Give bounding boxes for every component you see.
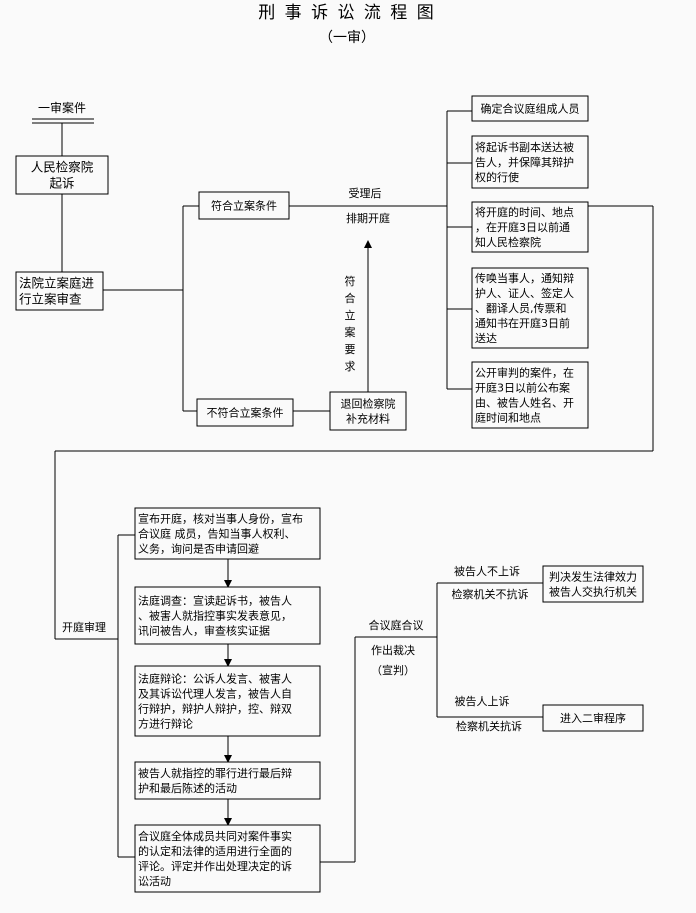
- box-text-line: 及其诉讼代理人发言，被告人自: [138, 687, 292, 701]
- box-text-line: 补充材料: [346, 412, 390, 426]
- box-text-line: ，在开庭3日以前通: [475, 220, 570, 234]
- box-text-line: 将开庭的时间、地点: [475, 205, 574, 219]
- label-meets-requirement-char: 要: [345, 343, 356, 356]
- label-accepted: 受理后: [349, 187, 382, 200]
- label-meets-requirement-char: 符: [345, 275, 356, 288]
- box-text-line: 、翻译人员,传票和: [475, 301, 567, 315]
- box-text-line: 的认定和法律的适用进行全面的: [138, 844, 292, 858]
- box-text-line: 护和最后陈述的活动: [138, 781, 237, 795]
- box-o2: 进入二审程序: [542, 704, 644, 732]
- box-not-meets: 不符合立案条件: [196, 398, 294, 427]
- label-no-appeal: 被告人不上诉: [454, 565, 520, 578]
- box-text-line: 不符合立案条件: [207, 405, 284, 419]
- box-text-line: 退回检察院: [341, 397, 396, 411]
- box-text-line: 送达: [475, 331, 497, 345]
- box-text-line: 符合立案条件: [211, 198, 277, 212]
- box-meets: 符合立案条件: [198, 191, 290, 220]
- label-schedule: 排期开庭: [346, 211, 390, 225]
- box-text-line: 将起诉书副本送达被: [475, 140, 574, 154]
- box-text-line: 行立案审查: [19, 291, 82, 306]
- title: 刑 事 诉 讼 流 程 图: [258, 3, 435, 23]
- label-appeal: 被告人上诉: [455, 695, 510, 708]
- box-text-line: 权的行使: [475, 170, 519, 184]
- box-text-line: 判决发生法律效力: [549, 570, 637, 584]
- box-text-line: 庭时间和地点: [475, 411, 541, 425]
- box-text-line: 起诉: [49, 175, 74, 190]
- box-text-line: 讯问被告人，审查核实证据: [138, 624, 270, 638]
- box-text-line: 被告人交执行机关: [549, 585, 637, 599]
- box-text-line: 公开审判的案件，在: [475, 366, 574, 380]
- box-text-line: 宣布开庭，核对当事人身份，宣布: [138, 512, 303, 526]
- box-text-line: 被告人就指控的罪行进行最后辩: [138, 766, 292, 780]
- box-text-line: 确定合议庭组成人员: [481, 101, 580, 115]
- box-s3: 法庭辩论：公诉人发言、被害人及其诉讼代理人发言，被告人自行辩护，辩护人辩护，控、…: [134, 665, 321, 737]
- connectors: [54, 110, 654, 863]
- label-protest: 检察机关抗诉: [456, 719, 522, 733]
- box-r1: 确定合议庭组成人员: [471, 95, 589, 122]
- box-text-line: 义务，询问是否申请回避: [138, 542, 259, 556]
- box-text-line: 通知书在开庭3日前: [475, 316, 570, 330]
- box-text-line: 护人、证人、签定人: [475, 286, 574, 300]
- box-text-line: 人民检察院: [31, 159, 94, 174]
- label-meets-requirement-char: 案: [345, 325, 356, 339]
- label-pronounce: （宣判）: [371, 663, 415, 677]
- box-text-line: 行辩护，辩护人辩护，控、辩双: [138, 702, 292, 716]
- box-text-line: 合议庭全体成员共同对案件事实: [138, 829, 292, 843]
- box-text-line: 、被害人就指控事实发表意见，: [138, 609, 292, 623]
- label-meets-requirement-char: 求: [345, 360, 356, 373]
- label-meets-requirement-char: 立: [345, 308, 356, 322]
- box-text-line: 开庭3日以前公布案: [475, 381, 570, 395]
- box-text-line: 法庭调查：宣读起诉书，被告人: [138, 594, 292, 608]
- box-text-line: 评论。评定并作出处理决定的诉: [138, 859, 292, 873]
- box-text-line: 告人，并保障其辩护: [475, 155, 574, 169]
- label-deliberation: 合议庭合议: [369, 618, 424, 632]
- box-text-line: 合议庭 成员，告知当事人权利、: [138, 527, 296, 541]
- box-text-line: 法庭辩论：公诉人发言、被害人: [138, 672, 292, 686]
- box-s5: 合议庭全体成员共同对案件事实的认定和法律的适用进行全面的评论。评定并作出处理决定…: [134, 824, 321, 893]
- box-s2: 法庭调查：宣读起诉书，被告人、被害人就指控事实发表意见，讯问被告人，审查核实证据: [134, 586, 321, 645]
- label-meets-requirement-char: 合: [345, 291, 356, 305]
- label-no-protest: 检察机关不抗诉: [452, 587, 529, 601]
- subtitle: （一审）: [319, 30, 375, 46]
- box-text-line: 传唤当事人，通知辩: [475, 271, 574, 285]
- box-text-line: 法院立案庭进: [19, 275, 95, 290]
- label-trial: 开庭审理: [62, 620, 106, 634]
- box-text-line: 方进行辩论: [138, 717, 193, 731]
- box-text-line: 进入二审程序: [560, 711, 626, 725]
- label-verdict: 作出裁决: [371, 643, 415, 657]
- box-text-line: 讼活动: [138, 875, 171, 888]
- boxes: 人民检察院起诉法院立案庭进行立案审查符合立案条件不符合立案条件退回检察院补充材料…: [15, 95, 644, 893]
- start-label: 一审案件: [38, 100, 86, 115]
- box-text-line: 知人民检察院: [475, 235, 541, 249]
- box-text-line: 由、被告人姓名、开: [475, 396, 574, 410]
